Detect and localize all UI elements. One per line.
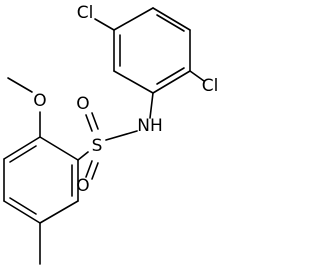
bond bbox=[77, 151, 89, 161]
bond bbox=[156, 67, 185, 85]
bond bbox=[3, 136, 41, 160]
atom-label-o-bottom: O bbox=[76, 176, 89, 196]
bond bbox=[94, 18, 115, 31]
bond bbox=[9, 145, 37, 163]
atom-label-o-top: O bbox=[76, 94, 89, 114]
atom-label-cl-right: Cl bbox=[202, 76, 219, 96]
bond bbox=[189, 70, 205, 82]
bond bbox=[152, 7, 191, 31]
atom-label-o-methoxy: O bbox=[33, 91, 46, 111]
bond bbox=[156, 14, 185, 32]
bond bbox=[85, 114, 93, 132]
bond bbox=[149, 92, 154, 119]
bond bbox=[85, 160, 93, 178]
bond bbox=[91, 112, 99, 130]
structure-diagram: Cl Cl NH S O O O bbox=[3, 3, 218, 265]
bond bbox=[105, 130, 138, 141]
atom-label-nh: NH bbox=[137, 116, 163, 136]
atom-labels: Cl Cl NH S O O O bbox=[33, 3, 218, 196]
bond bbox=[39, 200, 79, 224]
bond-lines bbox=[3, 7, 205, 265]
bond bbox=[113, 70, 154, 94]
bond bbox=[7, 77, 33, 93]
bond bbox=[9, 197, 37, 215]
bond bbox=[39, 136, 79, 161]
bond bbox=[113, 7, 154, 31]
atom-label-cl-top: Cl bbox=[77, 3, 94, 23]
atom-label-s: S bbox=[92, 136, 103, 156]
bond bbox=[152, 70, 191, 94]
bond bbox=[91, 162, 99, 180]
bond bbox=[3, 200, 41, 224]
